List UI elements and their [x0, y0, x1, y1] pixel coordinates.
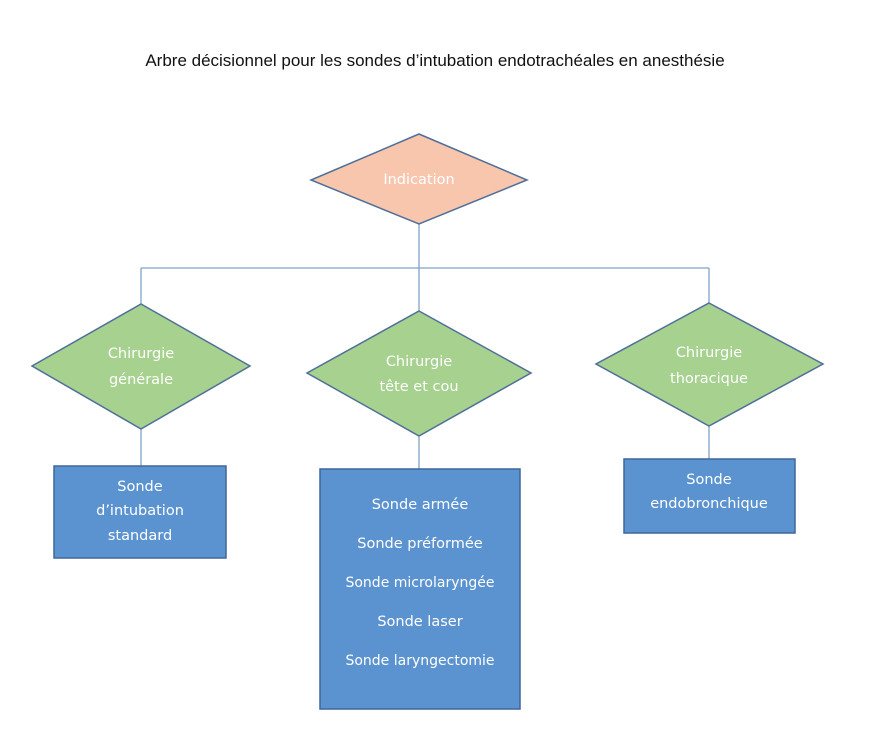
outcome-rect-generale	[53, 465, 227, 559]
decision-node-generale: Chirurgie générale	[30, 303, 252, 430]
decision-label-generale-line2: générale	[109, 372, 173, 388]
decision-diamond-generale	[30, 303, 252, 430]
decision-node-tete-cou: Chirurgie tête et cou	[305, 310, 533, 437]
decision-label-generale-line1: Chirurgie	[108, 346, 174, 362]
decision-node-thoracique: Chirurgie thoracique	[594, 302, 825, 427]
outcome-tete-cou-item-3: Sonde microlaryngée	[345, 575, 494, 591]
root-diamond	[309, 133, 529, 225]
outcome-generale-line2: d’intubation	[96, 503, 184, 519]
diagram-title: Arbre décisionnel pour les sondes d’intu…	[145, 51, 724, 70]
outcome-tete-cou-item-4: Sonde laser	[377, 614, 462, 630]
outcome-tete-cou-item-5: Sonde laryngectomie	[345, 653, 494, 669]
root-node: Indication	[309, 133, 529, 225]
outcome-box-generale: Sonde d’intubation standard	[53, 465, 227, 559]
decision-label-thoracique-line1: Chirurgie	[676, 345, 742, 361]
decision-label-thoracique-line2: thoracique	[670, 371, 748, 387]
decision-diamond-thoracique	[594, 302, 825, 427]
root-label: Indication	[383, 172, 454, 188]
decision-diamond-tete-cou	[305, 310, 533, 437]
outcome-thoracique-line1: Sonde	[686, 472, 731, 488]
outcome-thoracique-line2: endobronchique	[650, 496, 768, 512]
outcome-tete-cou-item-2: Sonde préformée	[357, 536, 482, 552]
outcome-box-tete-cou: Sonde armée Sonde préformée Sonde microl…	[319, 468, 521, 710]
outcome-rect-tete-cou	[319, 468, 521, 710]
outcome-generale-line3: standard	[108, 528, 172, 544]
outcome-generale-line1: Sonde	[117, 479, 162, 495]
decision-label-tete-cou-line1: Chirurgie	[386, 354, 452, 370]
outcome-tete-cou-item-1: Sonde armée	[372, 497, 469, 513]
decision-label-tete-cou-line2: tête et cou	[379, 379, 458, 395]
outcome-box-thoracique: Sonde endobronchique	[623, 458, 796, 534]
connectors	[140, 222, 710, 469]
outcome-rect-thoracique	[623, 458, 796, 534]
